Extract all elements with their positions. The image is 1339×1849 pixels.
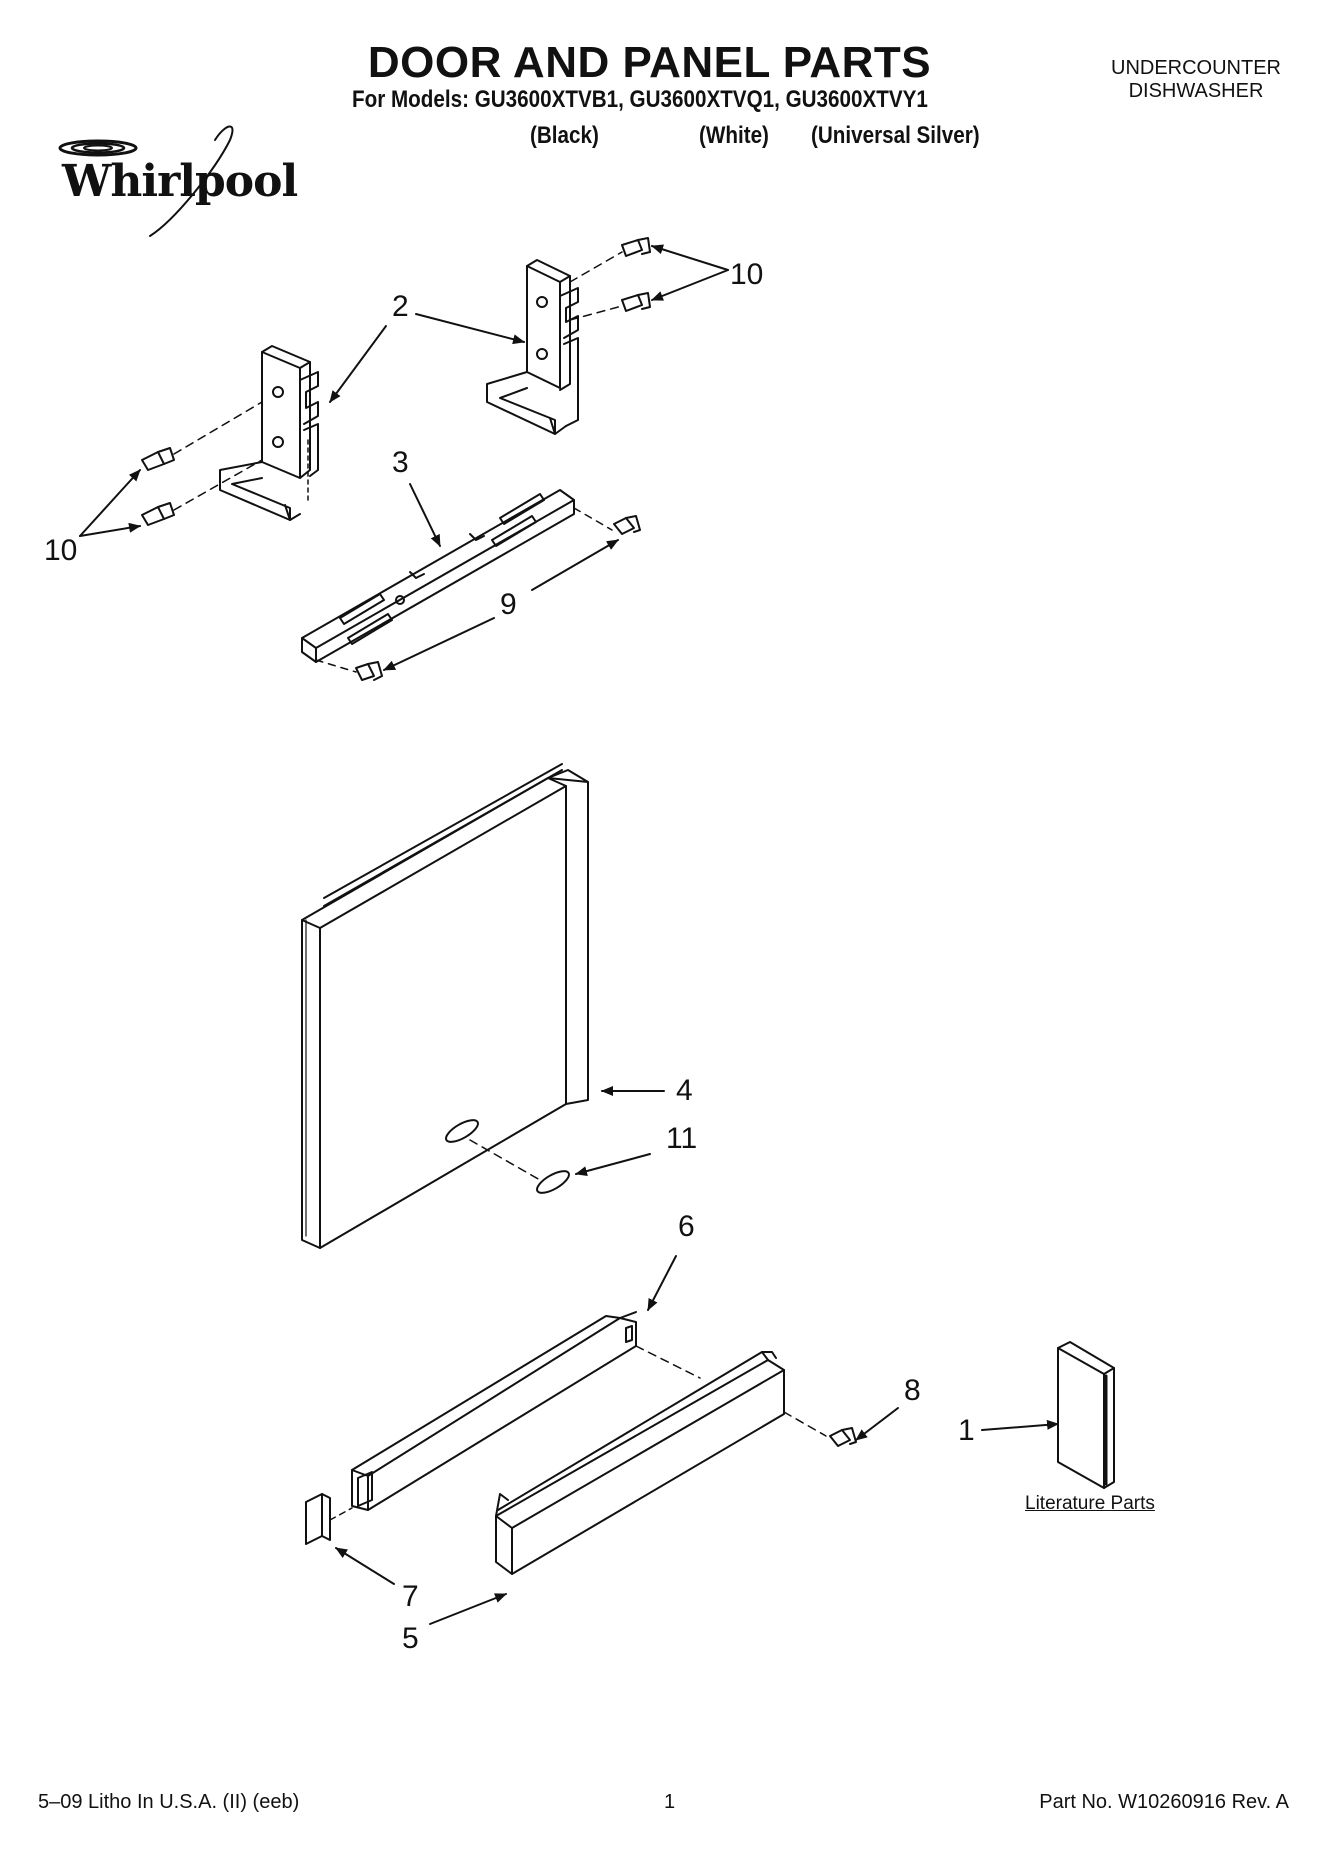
hinge-bracket-right [486,259,579,435]
footer-part-number: Part No. W10260916 Rev. A [1039,1791,1289,1813]
model-list: For Models: GU3600XTVB1, GU3600XTVQ1, GU… [352,86,928,113]
clip [305,1493,353,1545]
callout-6: 6 [678,1210,695,1243]
callout-5: 5 [402,1622,419,1655]
category-line-2: DISHWASHER [1128,80,1264,102]
whirlpool-logo [58,125,234,237]
literature-parts-label: Literature Parts [1025,1493,1155,1514]
door-panel [301,763,589,1249]
page-title: DOOR AND PANEL PARTS [367,38,932,87]
screws-9 [355,515,641,681]
top-rail [301,489,613,673]
brand-logo-text: Whirlpool [62,156,298,207]
category-line-1: UNDERCOUNTER [1111,57,1281,79]
screws-10-left [141,401,263,526]
callout-3: 3 [392,446,409,479]
color-white: (White) [699,122,769,149]
color-black: (Black) [530,122,599,149]
callout-10-left: 10 [44,534,78,567]
callout-9: 9 [500,588,517,621]
callout-11: 11 [666,1122,698,1155]
callout-7: 7 [402,1580,419,1613]
footer-page-number: 1 [663,1791,676,1813]
literature-booklet [1057,1341,1115,1489]
callout-10-top: 10 [730,258,764,291]
callout-2: 2 [392,290,409,323]
kickplate-bracket [351,1311,701,1511]
hinge-bracket-left [219,345,319,521]
callout-4: 4 [676,1074,693,1107]
callout-1: 1 [958,1414,975,1447]
color-universal-silver: (Universal Silver) [811,122,980,149]
callout-8: 8 [904,1374,921,1407]
badge [536,1170,570,1194]
screws-10-top [569,237,651,321]
screw-8 [829,1427,857,1447]
lower-access-panel [495,1351,827,1575]
leader-lines [79,244,1059,1625]
footer-litho: 5–09 Litho In U.S.A. (II) (eeb) [38,1791,300,1813]
